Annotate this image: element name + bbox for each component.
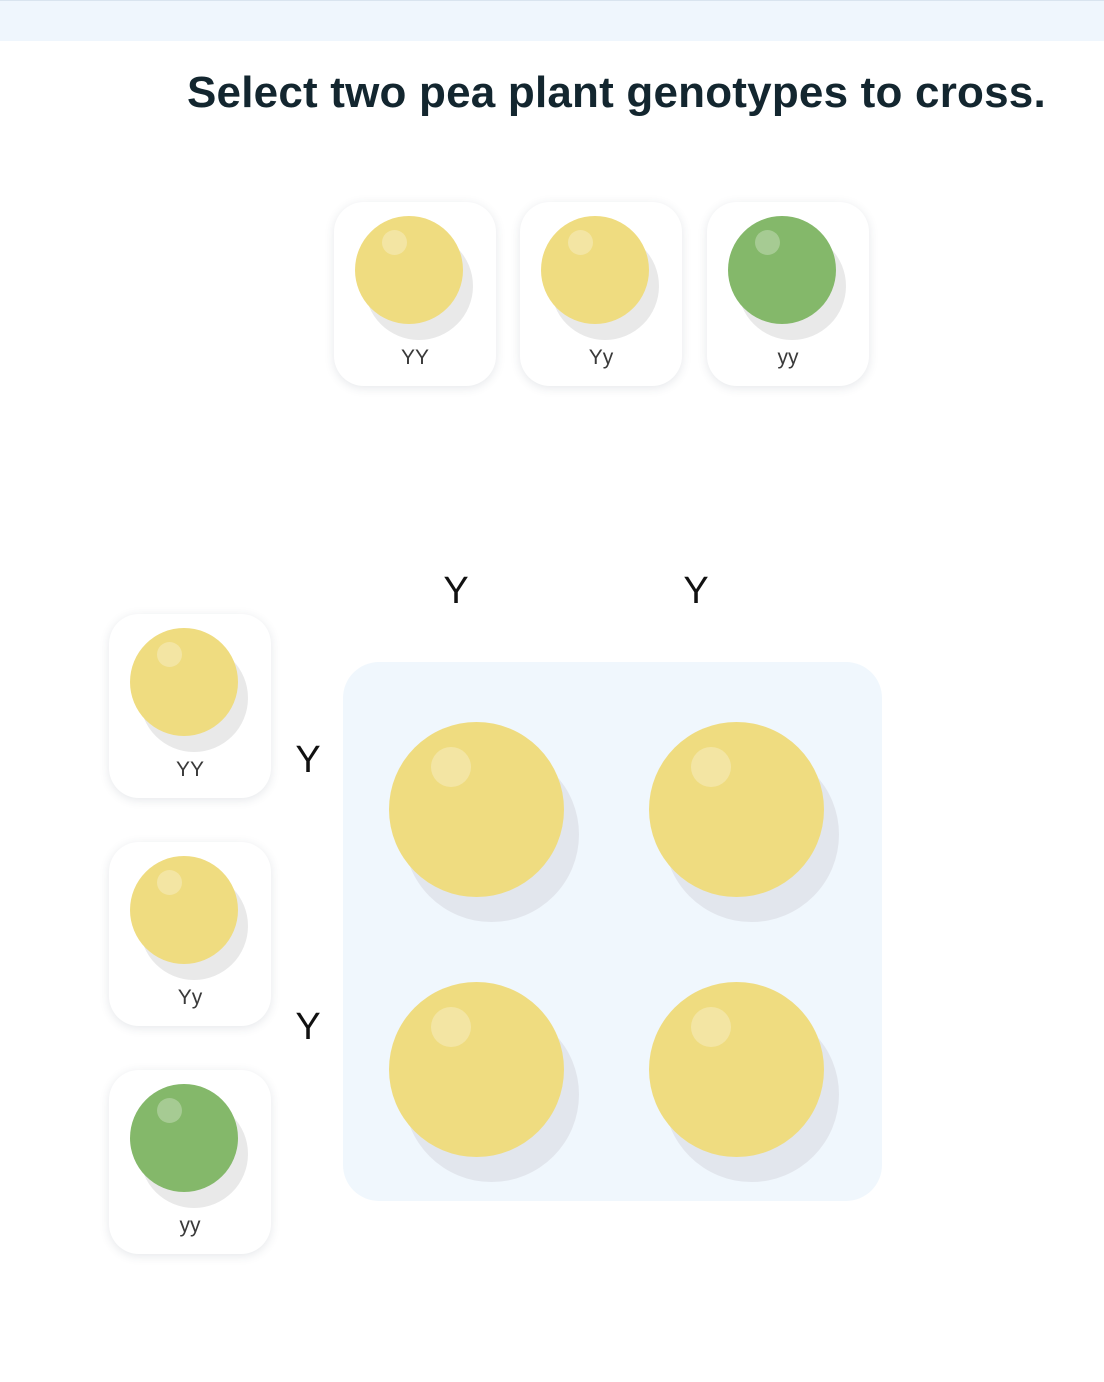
top-option-YY[interactable]: YY <box>334 202 496 386</box>
genotype-label: Yy <box>588 346 614 369</box>
top-bar <box>0 0 1104 41</box>
offspring-pea-icon <box>649 722 839 922</box>
genotype-label: YY <box>175 758 204 781</box>
pea-icon <box>541 216 659 340</box>
genotype-label: yy <box>777 346 799 369</box>
pea-icon <box>130 1084 248 1208</box>
genotype-label: yy <box>179 1214 201 1237</box>
genotype-label: YY <box>400 346 429 369</box>
genotype-label: Yy <box>177 986 203 1009</box>
punnett-square <box>343 662 882 1201</box>
pea-icon <box>130 628 248 752</box>
row-allele-2: Y <box>295 1006 321 1048</box>
offspring-pea-icon <box>389 722 579 922</box>
side-option-YY[interactable]: YY <box>109 614 271 798</box>
row-allele-1: Y <box>295 739 321 781</box>
top-option-Yy[interactable]: Yy <box>520 202 682 386</box>
column-allele-1: Y <box>443 570 469 612</box>
pea-icon <box>728 216 846 340</box>
top-option-yy[interactable]: yy <box>707 202 869 386</box>
side-option-yy[interactable]: yy <box>109 1070 271 1254</box>
column-allele-2: Y <box>683 570 709 612</box>
pea-icon <box>355 216 473 340</box>
side-option-Yy[interactable]: Yy <box>109 842 271 1026</box>
pea-icon <box>130 856 248 980</box>
offspring-pea-icon <box>389 982 579 1182</box>
page-title: Select two pea plant genotypes to cross. <box>187 68 1046 117</box>
offspring-pea-icon <box>649 982 839 1182</box>
